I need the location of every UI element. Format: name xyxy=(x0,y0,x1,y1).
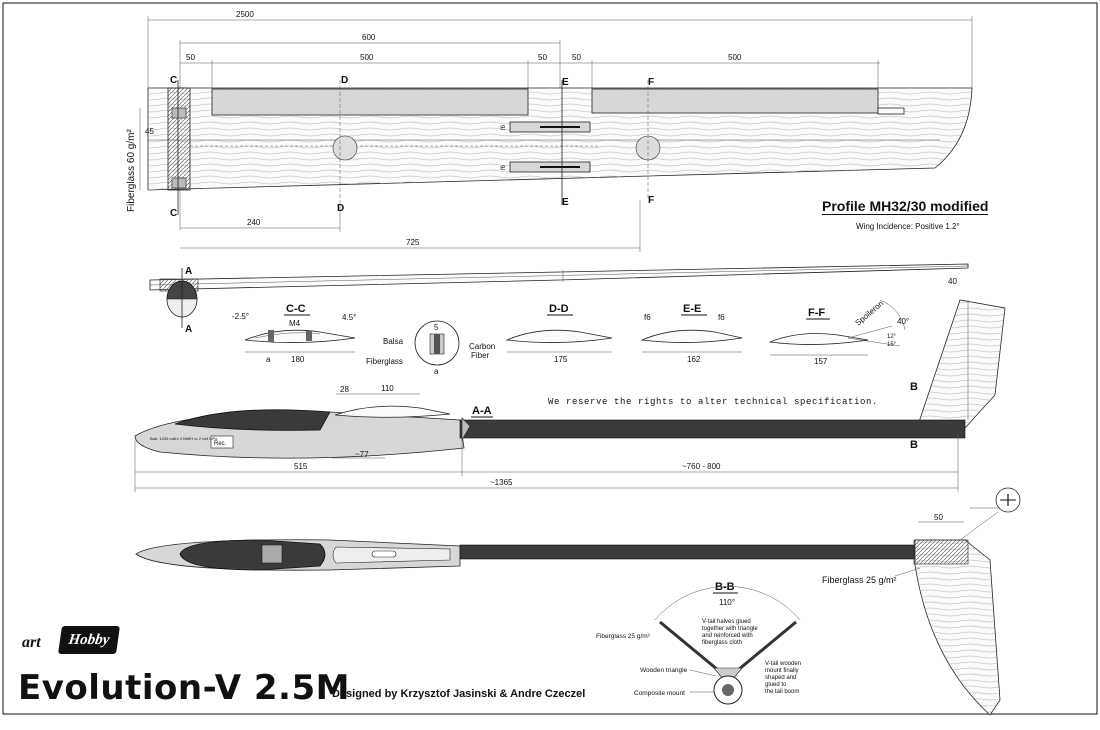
cc-label: C-C xyxy=(286,303,306,315)
section-dd: D-D 175 xyxy=(505,303,613,364)
ee-width: 162 xyxy=(687,355,701,364)
cc-angle1: -2.5° xyxy=(232,312,249,321)
cc-width: 180 xyxy=(291,355,305,364)
dim-600: 600 xyxy=(362,33,376,42)
fuse-dim-110: 110 xyxy=(381,384,394,393)
servo-label-2: f6 xyxy=(501,164,507,170)
bb-angle: 110° xyxy=(719,598,735,607)
ee-f6a: f6 xyxy=(644,313,651,322)
section-mark-e-bottom: E xyxy=(562,197,569,208)
fuse-rec: Rec. xyxy=(214,441,227,447)
bb-note2-l1: V-tail wooden xyxy=(765,661,801,667)
section-mark-f-top: F xyxy=(648,77,654,88)
fuse-dim-1365: ~1365 xyxy=(490,478,513,487)
dd-label: D-D xyxy=(549,303,569,315)
detail-fiberglass: Fiberglass xyxy=(366,357,403,366)
bb-note2-l4: glued to xyxy=(765,682,787,688)
ff-label: F-F xyxy=(808,307,825,319)
section-cc: C-C -2.5° 4.5° M4 a 180 xyxy=(232,303,356,364)
bb-wooden: Wooden triangle xyxy=(640,667,688,674)
bb-note1-l1: V-tail halves glued xyxy=(702,619,751,625)
dim-240: 240 xyxy=(247,218,261,227)
section-mark-b-bottom: B xyxy=(910,439,918,451)
bb-note2-l3: shaped and xyxy=(765,675,796,681)
dd-width: 175 xyxy=(554,355,568,364)
fuselage-top-view: 50 Fiberglass 25 g/m² xyxy=(135,487,1021,716)
top-fiberglass: Fiberglass 25 g/m² xyxy=(822,575,897,585)
fuse-dim-760: ~760 - 800 xyxy=(682,462,721,471)
wing-plan-view: 2500 600 50 500 50 50 500 xyxy=(126,10,973,252)
section-ff: F-F Spoileron 40° 12° 15° 157 xyxy=(768,299,909,366)
bb-note1-l3: and reinforced with xyxy=(702,633,753,639)
section-mark-a-bottom: A xyxy=(185,324,192,335)
section-ee: E-E f6 f6 162 xyxy=(640,303,743,364)
profile-title: Profile MH32/30 modified xyxy=(822,198,989,215)
bb-note1-l4: fiberglass cloth xyxy=(702,640,742,646)
section-mark-d-top: D xyxy=(341,75,348,86)
bb-composite: Composite mount xyxy=(634,690,685,697)
detail-5: 5 xyxy=(434,323,439,332)
ff-15: 15° xyxy=(887,342,897,348)
detail-carbon: Carbon xyxy=(469,342,495,351)
section-detail: 5 Balsa Fiberglass Carbon Fiber a xyxy=(366,320,495,376)
bb-label: B-B xyxy=(715,581,735,593)
ff-spoileron: Spoileron xyxy=(854,299,886,328)
ff-12: 12° xyxy=(887,334,897,340)
cc-a: a xyxy=(266,355,271,364)
detail-balsa: Balsa xyxy=(383,337,404,346)
bb-note2-l2: mount finally xyxy=(765,668,799,674)
bb-note2-l5: the tail boom xyxy=(765,689,799,695)
section-mark-a-top: A xyxy=(185,266,192,277)
ee-f6b: f6 xyxy=(718,313,725,322)
fuse-section-aa: A-A xyxy=(472,405,492,417)
ee-label: E-E xyxy=(683,303,701,315)
section-mark-d-bottom: D xyxy=(337,203,344,214)
ff-width: 157 xyxy=(814,357,828,366)
dim-725: 725 xyxy=(406,238,420,247)
dim-500a: 500 xyxy=(360,53,374,62)
wing-incidence: Wing Incidence: Positive 1.2° xyxy=(856,222,960,231)
section-mark-e-top: E xyxy=(562,77,569,88)
dim-50b: 50 xyxy=(538,53,547,62)
bb-note1-l2: together with triangle xyxy=(702,626,758,632)
page-title: Evolution-V 2.5M xyxy=(18,668,350,708)
dim-500b: 500 xyxy=(728,53,742,62)
fuse-dim-515: 515 xyxy=(294,462,308,471)
dim-45: 45 xyxy=(145,127,154,136)
brand-prefix: art xyxy=(22,634,41,651)
fuse-battery: Batt. 1200 mAh/ 4 NiMH or 2 cell LiPo xyxy=(150,436,218,441)
brand-logo: Hobby xyxy=(58,626,120,654)
dim-50a: 50 xyxy=(186,53,195,62)
fuselage-side-view: Rec. Batt. 1200 mAh/ 4 NiMH or 2 cell Li… xyxy=(134,384,966,492)
dim-span: 2500 xyxy=(236,10,254,19)
ff-40: 40° xyxy=(897,317,909,326)
sheet-border xyxy=(2,2,1098,715)
cc-angle2: 4.5° xyxy=(342,313,356,322)
fuse-dim-28: 28 xyxy=(340,385,349,394)
detail-fiber: Fiber xyxy=(471,351,490,360)
section-mark-f-bottom: F xyxy=(648,195,654,206)
vtail-side: B B xyxy=(910,299,1006,451)
section-mark-c-top: C xyxy=(170,75,177,86)
servo-label-1: f6 xyxy=(501,124,507,130)
section-bb: B-B 110° V-tail halves glued together wi… xyxy=(596,581,801,705)
top-dim-50: 50 xyxy=(934,513,943,522)
bb-fiberglass: Fiberglass 25 g/m² xyxy=(596,633,651,640)
designer-credits: Designed by Krzysztof Jasinski & Andre C… xyxy=(332,688,586,700)
section-mark-b-top: B xyxy=(910,381,918,393)
cc-m4: M4 xyxy=(289,319,301,328)
section-mark-c-bottom: C xyxy=(170,208,177,219)
fiberglass-60-label: Fiberglass 60 g/m² xyxy=(126,129,137,212)
wing-front-view: A A 40 xyxy=(149,263,969,335)
fuse-dim-77: ~77 xyxy=(355,450,369,459)
dim-tip-40: 40 xyxy=(948,277,957,286)
rights-notice: We reserve the rights to alter technical… xyxy=(548,397,879,407)
detail-a: a xyxy=(434,367,439,376)
dim-50c: 50 xyxy=(572,53,581,62)
